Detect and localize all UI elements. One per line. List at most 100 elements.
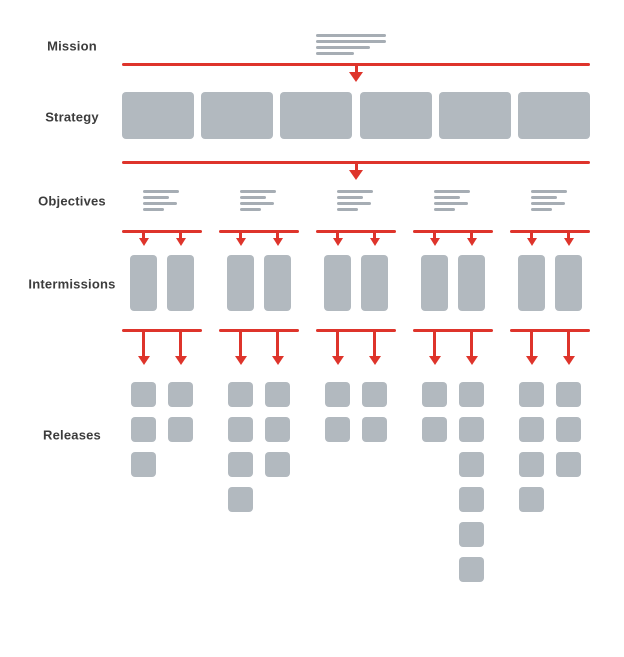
arrow-down-icon [466,233,477,246]
release-box [265,382,290,407]
objective-text-placeholder [434,190,470,214]
objective-text-line [337,190,373,193]
arrow-head [331,356,344,365]
strategy-box [517,92,590,139]
arrow-head [349,170,363,180]
objective-text-line [143,202,177,205]
intermissions-divider-line [510,329,590,332]
mission-divider-line [122,63,590,66]
roadmap-group [219,190,299,620]
arrow-down-icon [332,233,343,246]
release-box [228,452,253,477]
arrow-down-icon [429,233,440,246]
objective-text-placeholder [337,190,373,214]
objective-text-line [143,196,169,199]
intermission-box [264,255,291,311]
arrow-down-icon [271,332,284,365]
arrow-down-icon [562,332,575,365]
release-box [228,382,253,407]
objective-text-placeholder [531,190,567,214]
arrow-down-icon [235,233,246,246]
intermissions-label: Intermissions [28,276,116,292]
intermission-box [167,255,194,311]
arrow-head [562,356,575,365]
objective-text-line [434,208,455,211]
objective-text-line [240,208,261,211]
arrow-down-icon [349,164,363,180]
arrow-shaft [433,332,436,356]
arrow-shaft [530,233,533,238]
arrow-head [138,238,149,246]
arrow-down-icon [563,233,574,246]
arrow-down-icon [174,332,187,365]
release-box [459,417,484,442]
arrow-down-icon [465,332,478,365]
strategy-divider-line [122,161,590,164]
intermission-box [518,255,545,311]
release-box [459,522,484,547]
release-box [519,382,544,407]
arrow-shaft [276,332,279,356]
objective-text-line [143,190,179,193]
release-box [459,382,484,407]
mission-text-line [316,34,386,37]
objective-text-line [531,190,567,193]
strategy-box [122,92,194,139]
release-box [459,557,484,582]
arrow-head [234,356,247,365]
arrow-head [137,356,150,365]
arrow-shaft [373,233,376,238]
arrow-head [349,72,363,82]
arrow-head [368,356,381,365]
objectives-divider-line [316,230,396,233]
roadmap-group [316,190,396,620]
objective-text-line [240,190,276,193]
intermissions-divider-line [316,329,396,332]
objectives-divider-line [219,230,299,233]
mission-text-placeholder [316,34,386,58]
objective-text-line [240,196,266,199]
release-box [459,452,484,477]
release-box [325,417,350,442]
objectives-divider-line [413,230,493,233]
mission-label: Mission [47,38,97,54]
release-box [131,382,156,407]
release-box [556,452,581,477]
intermission-box [361,255,388,311]
arrow-down-icon [349,66,363,82]
release-box [131,452,156,477]
roadmap-group [122,190,202,620]
objectives-divider-line [122,230,202,233]
release-box [325,382,350,407]
arrow-head [174,356,187,365]
arrow-head [429,238,440,246]
release-box [519,452,544,477]
objective-text-line [434,190,470,193]
releases-label: Releases [43,427,101,443]
release-box [131,417,156,442]
strategy-box [280,92,353,139]
mission-text-line [316,46,370,49]
release-box [168,417,193,442]
release-box [519,417,544,442]
arrow-head [369,238,380,246]
arrow-shaft [336,332,339,356]
arrow-shaft [567,332,570,356]
release-box [519,487,544,512]
arrow-head [466,238,477,246]
release-box [228,487,253,512]
objective-text-line [240,202,274,205]
objective-text-line [337,208,358,211]
arrow-head [465,356,478,365]
strategy-row [122,92,590,139]
objective-text-line [531,196,557,199]
arrow-shaft [354,164,358,170]
arrow-head [526,238,537,246]
mission-text-line [316,52,354,55]
groups-container [122,190,590,620]
arrow-down-icon [428,332,441,365]
intermissions-divider-line [219,329,299,332]
arrow-down-icon [526,233,537,246]
arrow-head [271,356,284,365]
